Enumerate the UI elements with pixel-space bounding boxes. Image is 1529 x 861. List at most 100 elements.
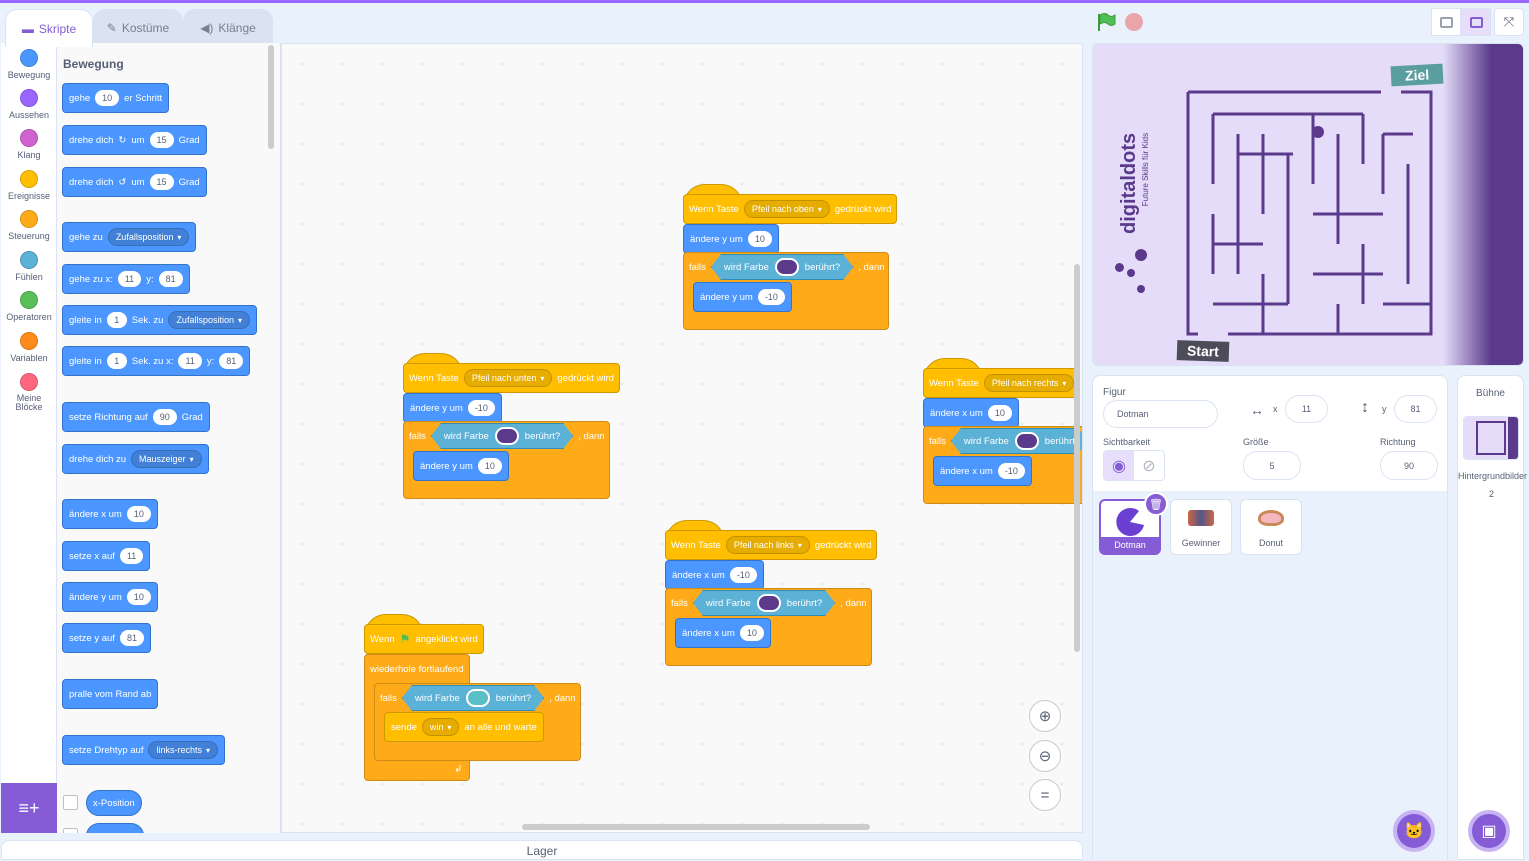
number-input[interactable]: 10 — [477, 458, 502, 474]
choose-sprite-button[interactable]: 🐱 — [1393, 810, 1435, 852]
category-operators[interactable]: Operatoren — [1, 291, 57, 322]
dropdown[interactable]: Pfeil nach rechts — [983, 374, 1075, 392]
backdrop-thumbnail[interactable] — [1463, 416, 1519, 460]
category-my-blocks[interactable]: Meine Blöcke — [1, 373, 57, 412]
number-input[interactable]: 81 — [219, 353, 244, 369]
number-input[interactable]: 10 — [126, 506, 151, 522]
category-events[interactable]: Ereignisse — [1, 170, 57, 201]
block-bounce[interactable]: pralle vom Rand ab — [62, 679, 159, 709]
tab-sounds[interactable]: ◀) Klänge — [183, 9, 273, 45]
backpack-bar[interactable]: Lager — [1, 840, 1083, 860]
size-input[interactable]: 5 — [1243, 451, 1301, 480]
zoom-reset-button[interactable]: = — [1029, 779, 1061, 811]
fullscreen-button[interactable]: ⤧ — [1494, 8, 1524, 36]
color-swatch[interactable] — [495, 427, 519, 445]
number-input[interactable]: -10 — [757, 289, 785, 305]
number-input[interactable]: 11 — [178, 353, 202, 369]
category-motion[interactable]: Bewegung — [1, 49, 57, 80]
category-sound[interactable]: Klang — [1, 129, 57, 160]
sprite-tile-dotman[interactable]: Dotman 🗑 — [1099, 492, 1168, 555]
direction-input[interactable]: 90 — [1380, 451, 1438, 480]
sprite-name-input[interactable]: Dotman — [1103, 400, 1218, 428]
tab-costumes[interactable]: ✎ Kostüme — [93, 9, 183, 45]
category-control[interactable]: Steuerung — [1, 210, 57, 241]
delete-sprite-button[interactable]: 🗑 — [1144, 492, 1168, 516]
dropdown[interactable]: Pfeil nach oben — [743, 200, 830, 218]
dropdown[interactable]: Pfeil nach unten — [463, 369, 553, 387]
number-input[interactable]: 15 — [149, 132, 174, 148]
category-variables[interactable]: Variablen — [1, 332, 57, 363]
workspace-vertical-scrollbar[interactable] — [1074, 264, 1080, 652]
number-input[interactable]: 10 — [126, 589, 151, 605]
green-flag-icon[interactable] — [1096, 12, 1116, 32]
zoom-in-button[interactable]: ⊕ — [1029, 700, 1061, 732]
block-x-position[interactable]: x-Position — [86, 790, 142, 816]
number-input[interactable]: 1 — [106, 353, 127, 369]
block-broadcast-and-wait[interactable]: sendewinan alle und warte — [384, 712, 544, 742]
color-swatch[interactable] — [1015, 432, 1039, 450]
color-swatch[interactable] — [757, 594, 781, 612]
block-change-x-inner-right[interactable]: ändere x um-10 — [933, 456, 1032, 486]
number-input[interactable]: 81 — [119, 630, 144, 646]
hat-when-flag-clicked[interactable]: Wenn⚑angeklickt wird — [364, 624, 484, 654]
dropdown[interactable]: Zufallsposition — [168, 311, 250, 329]
number-input[interactable]: 10 — [987, 405, 1012, 421]
dropdown[interactable]: win — [421, 718, 460, 736]
dropdown[interactable]: Pfeil nach links — [725, 536, 810, 554]
y-input[interactable]: 81 — [1394, 395, 1437, 423]
choose-backdrop-button[interactable]: ▣ — [1468, 810, 1510, 852]
block-change-x-left[interactable]: ändere x um-10 — [665, 560, 764, 590]
number-input[interactable]: -10 — [729, 567, 757, 583]
number-input[interactable]: 81 — [158, 271, 183, 287]
number-input[interactable]: -10 — [467, 400, 495, 416]
number-input[interactable]: -10 — [997, 463, 1025, 479]
block-y-position[interactable] — [86, 823, 144, 833]
number-input[interactable]: 90 — [152, 409, 177, 425]
ypos-checkbox[interactable] — [63, 828, 78, 833]
dropdown[interactable]: Zufallsposition — [107, 228, 190, 246]
number-input[interactable]: 11 — [117, 271, 142, 287]
color-swatch[interactable] — [466, 689, 490, 707]
number-input[interactable]: 10 — [747, 231, 772, 247]
number-input[interactable]: 15 — [149, 174, 174, 190]
add-extension-button[interactable]: ≡+ — [1, 783, 57, 833]
stop-icon[interactable] — [1125, 13, 1143, 31]
x-input[interactable]: 11 — [1285, 395, 1328, 423]
tab-code[interactable]: ▬ Skripte — [5, 9, 93, 47]
zoom-out-button[interactable]: ⊖ — [1029, 740, 1061, 772]
small-stage-button[interactable] — [1431, 8, 1461, 36]
number-input[interactable]: 11 — [119, 548, 144, 564]
category-sensing[interactable]: Fühlen — [1, 251, 57, 282]
dropdown[interactable]: Mauszeiger — [131, 450, 202, 468]
workspace-horizontal-scrollbar[interactable] — [522, 824, 870, 830]
block-change-y-inner-up[interactable]: ändere y um-10 — [693, 282, 792, 312]
category-looks[interactable]: Aussehen — [1, 89, 57, 120]
sprite-tile-gewinner[interactable]: Gewinner — [1170, 499, 1232, 555]
color-swatch[interactable] — [775, 258, 799, 276]
xpos-checkbox[interactable] — [63, 795, 78, 810]
